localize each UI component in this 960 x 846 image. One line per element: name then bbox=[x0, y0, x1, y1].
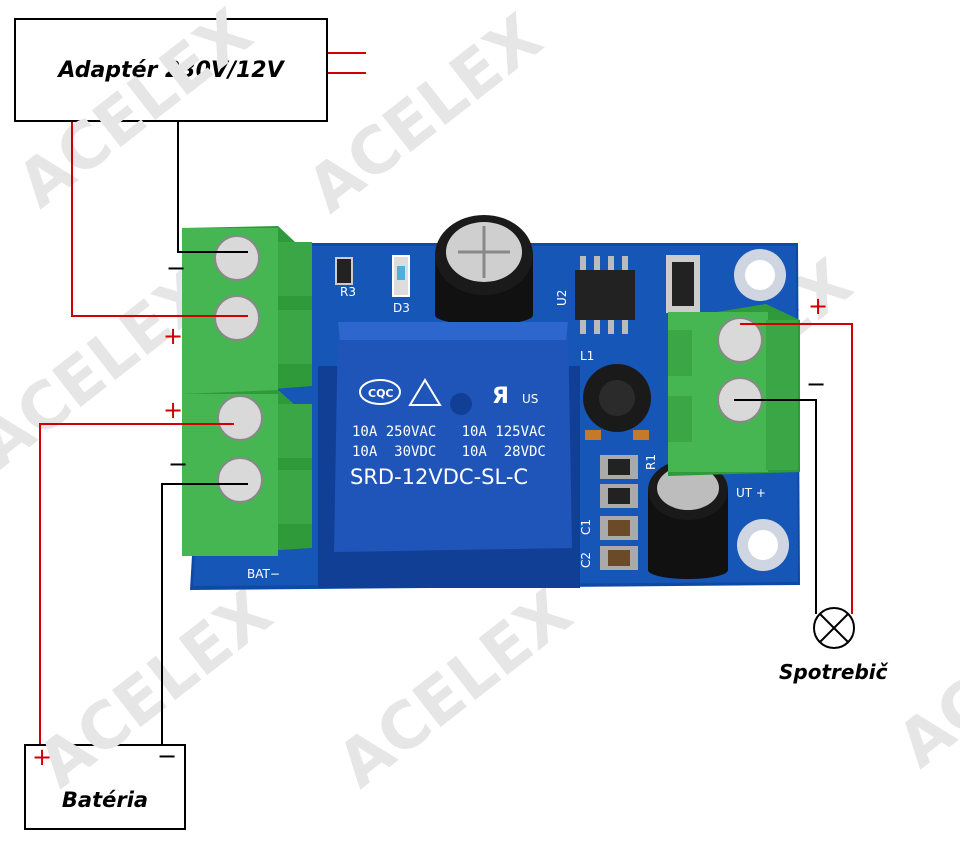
silk-l1: L1 bbox=[580, 349, 594, 363]
screw-bat-plus bbox=[217, 395, 263, 441]
smd-c1 bbox=[600, 516, 638, 540]
relay-model: SRD-12VDC-SL-C bbox=[350, 465, 528, 489]
smd-r1 bbox=[600, 455, 638, 479]
terminal-battery bbox=[182, 390, 312, 556]
wire-out-minus bbox=[734, 399, 817, 614]
relay-rating-line1: 10A 250VAC 10A 125VAC bbox=[352, 424, 546, 440]
wire-bat-plus bbox=[39, 423, 234, 744]
out-minus-sign: − bbox=[806, 370, 827, 398]
battery-minus-sign: − bbox=[157, 742, 178, 770]
inductor-l1 bbox=[583, 364, 651, 440]
watermark-2: ACELEX bbox=[294, 1, 556, 228]
ic-u2 bbox=[575, 256, 635, 334]
silk-r3: R3 bbox=[340, 285, 356, 299]
screw-out-plus bbox=[717, 317, 763, 363]
smd-r2 bbox=[600, 484, 638, 508]
silk-d3: D3 bbox=[393, 301, 410, 315]
wire-adapter-minus bbox=[177, 122, 248, 253]
capacitor-top bbox=[435, 215, 533, 325]
ul-mark: Я bbox=[492, 384, 509, 409]
smd-c2 bbox=[600, 546, 638, 570]
watermark-1: ACELEX bbox=[4, 0, 266, 223]
adapter-plus-sign: + bbox=[163, 322, 184, 350]
battery-box: Batéria bbox=[24, 744, 186, 830]
diode-smd bbox=[666, 255, 700, 313]
silk-u2: U2 bbox=[555, 290, 569, 306]
bat-in-plus-sign: + bbox=[163, 396, 184, 424]
wire-out-plus bbox=[740, 323, 853, 614]
mounting-hole-bottom bbox=[737, 519, 789, 571]
lamp-load-icon bbox=[813, 607, 855, 649]
adapter-label: Adaptér 230V/12V bbox=[58, 57, 284, 83]
silk-r1: R1 bbox=[644, 454, 658, 470]
relay-cert: CQC bbox=[368, 387, 394, 400]
battery-label: Batéria bbox=[61, 788, 149, 812]
watermark-5: ACELEX bbox=[24, 576, 286, 803]
silk-c1: C1 bbox=[579, 519, 593, 535]
relay: CQC Я US 10A 250VAC 10A 125VAC 10A 30VDC… bbox=[318, 322, 580, 588]
wire-adapter-plus bbox=[71, 122, 248, 317]
battery-plus-sign: + bbox=[32, 743, 53, 771]
warning-triangle-icon bbox=[408, 378, 442, 406]
silk-c2: C2 bbox=[579, 552, 593, 568]
screw-adapter-minus bbox=[214, 235, 260, 281]
relay-cert-us: US bbox=[522, 392, 538, 406]
bat-in-minus-sign: − bbox=[168, 450, 189, 478]
silk-out: UT + bbox=[736, 486, 766, 500]
cqc-mark: CQC bbox=[359, 379, 401, 405]
watermark-6: ACELEX bbox=[324, 576, 586, 803]
terminal-adapter bbox=[182, 226, 312, 396]
screw-bat-minus bbox=[217, 457, 263, 503]
load-label: Spotrebič bbox=[779, 660, 888, 684]
relay-rating-line2: 10A 30VDC 10A 28VDC bbox=[352, 444, 546, 460]
smd-r3 bbox=[335, 257, 353, 285]
wire-bat-minus bbox=[161, 483, 248, 744]
pcb-board: R3 D3 U2 L1 R1 C1 C2 BAT− UT + bbox=[182, 215, 800, 590]
out-plus-sign: + bbox=[808, 292, 829, 320]
adapter-minus-sign: − bbox=[166, 254, 187, 282]
capacitor-bottom bbox=[648, 460, 728, 579]
adapter-box: Adaptér 230V/12V bbox=[14, 18, 328, 122]
screw-adapter-plus bbox=[214, 295, 260, 341]
silk-bat: BAT− bbox=[247, 567, 280, 581]
watermark-7: ACELEX bbox=[884, 556, 960, 783]
mounting-hole-top bbox=[734, 249, 786, 301]
terminal-output bbox=[668, 304, 800, 476]
